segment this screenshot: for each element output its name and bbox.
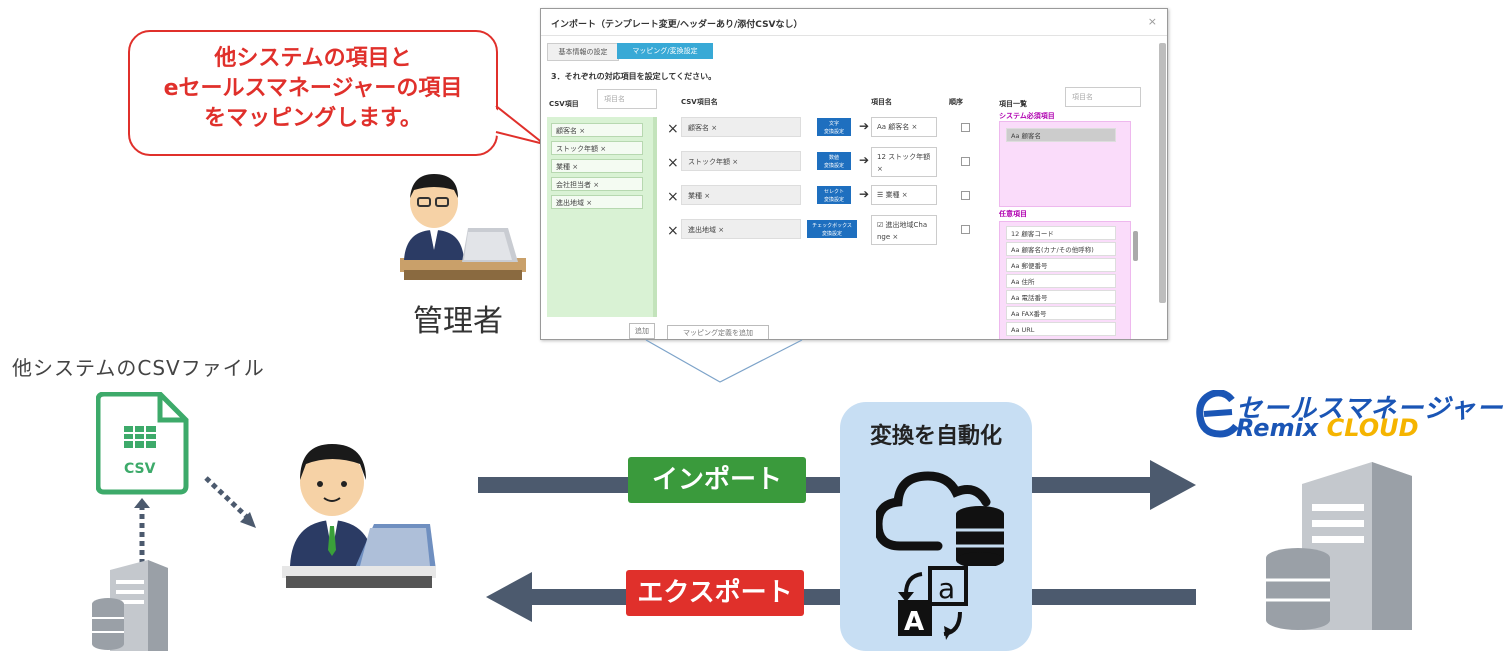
csv-column-header: CSV項目	[549, 100, 579, 108]
add-button[interactable]: 追加	[629, 323, 655, 339]
csv-item[interactable]: 会社担当者 ×	[551, 177, 643, 191]
optional-item[interactable]: Aa URL	[1006, 322, 1116, 336]
mapping-type-tag[interactable]: 数値 変換設定	[817, 152, 851, 170]
remove-row-icon[interactable]: ×	[667, 155, 679, 171]
csv-item-list: 顧客名 × ストック年額 × 業種 × 会社担当者 × 進出地域 ×	[547, 117, 657, 317]
csv-list-scrollbar[interactable]	[653, 117, 657, 317]
required-item[interactable]: Aa 顧客名	[1006, 128, 1116, 142]
translate-icon: a A	[898, 566, 968, 640]
dotted-arrows	[134, 476, 256, 564]
panel-callout-lines	[645, 339, 803, 383]
mapping-type-tag[interactable]: チェックボックス 変換設定	[807, 220, 857, 238]
panel-divider	[541, 35, 1167, 36]
order-checkbox[interactable]	[961, 191, 970, 200]
add-mapping-button[interactable]: マッピング定義を追加	[667, 325, 769, 339]
optional-list-scrollbar[interactable]	[1133, 231, 1138, 261]
svg-text:a: a	[938, 572, 955, 605]
server-icon-right	[1266, 462, 1412, 630]
svg-text:A: A	[904, 607, 924, 637]
import-arrow-shaft-right	[1032, 477, 1162, 493]
automation-title: 変換を自動化	[869, 424, 1002, 449]
mapping-type-tag[interactable]: セレクト 変換設定	[817, 186, 851, 204]
mapping-csv-field[interactable]: 業種 ×	[681, 185, 801, 205]
mapping-type-tag[interactable]: 文字 変換設定	[817, 118, 851, 136]
admin-label: 管理者	[413, 304, 503, 339]
export-label[interactable]: エクスポート	[626, 570, 804, 616]
csv-item[interactable]: 業種 ×	[551, 159, 643, 173]
export-arrow-head	[486, 572, 532, 622]
optional-item[interactable]: Aa FAX番号	[1006, 306, 1116, 320]
order-checkbox[interactable]	[961, 225, 970, 234]
cloud-database-icon	[876, 471, 1004, 566]
optional-item[interactable]: Aa 顧客名(カナ/その他呼称)	[1006, 242, 1116, 256]
optional-items-label: 任意項目	[999, 210, 1027, 218]
mapping-csv-field[interactable]: 顧客名 ×	[681, 117, 801, 137]
order-checkbox[interactable]	[961, 157, 970, 166]
speech-bubble	[128, 30, 498, 156]
mapping-screen-panel: インポート（テンプレート変更/ヘッダーあり/添付CSVなし） × 基本情報の設定…	[540, 8, 1168, 340]
map-arrow-icon: ➔	[859, 187, 870, 201]
mapping-target-field[interactable]: 12 ストック年額 ×	[871, 147, 937, 177]
bubble-line-1: 他システムの項目と	[214, 46, 412, 71]
bubble-text: 他システムの項目と eセールスマネージャーの項目 をマッピングします。	[128, 44, 498, 134]
mapping-csv-field[interactable]: ストック年額 ×	[681, 151, 801, 171]
panel-title: インポート（テンプレート変更/ヘッダーあり/添付CSVなし）	[551, 20, 803, 30]
server-icon-left	[92, 560, 168, 651]
remove-row-icon[interactable]: ×	[667, 223, 679, 239]
item-list-header: 項目一覧	[999, 100, 1027, 108]
section-heading: 3．それぞれの対応項目を設定してください。	[551, 72, 717, 81]
import-label[interactable]: インポート	[628, 457, 806, 503]
mapping-csv-field[interactable]: 進出地域 ×	[681, 219, 801, 239]
tag-text: セレクト 変換設定	[823, 189, 844, 203]
mapping-target-field[interactable]: ☰ 業種 ×	[871, 185, 937, 205]
step-mapping-settings[interactable]: マッピング/変換設定	[617, 43, 713, 59]
csv-search-input[interactable]: 項目名	[597, 89, 657, 109]
csv-item[interactable]: 進出地域 ×	[551, 195, 643, 209]
bubble-line-2: eセールスマネージャーの項目	[163, 76, 463, 101]
mapping-item-header: 項目名	[871, 98, 892, 106]
brand-logo-e-mark	[1196, 390, 1238, 438]
tag-text: 文字 変換設定	[823, 121, 844, 135]
optional-item[interactable]: Aa 郵便番号	[1006, 258, 1116, 272]
map-arrow-icon: ➔	[859, 153, 870, 167]
mapping-target-field[interactable]: ☑ 進出地域Cha nge ×	[871, 215, 937, 245]
brand-cloud: CLOUD	[1326, 414, 1419, 442]
optional-item[interactable]: 12 顧客コード	[1006, 226, 1116, 240]
csv-file-title: 他システムのCSVファイル	[12, 356, 265, 380]
required-items-list: Aa 顧客名	[999, 121, 1131, 207]
remove-row-icon[interactable]: ×	[667, 189, 679, 205]
optional-items-list: 12 顧客コード Aa 顧客名(カナ/その他呼称) Aa 郵便番号 Aa 住所 …	[999, 221, 1131, 339]
panel-scrollbar[interactable]	[1159, 43, 1166, 303]
mapping-csv-header: CSV項目名	[681, 98, 718, 106]
csv-item[interactable]: ストック年額 ×	[551, 141, 643, 155]
bubble-line-3: をマッピングします。	[204, 106, 422, 131]
brand-remix: Remix	[1236, 414, 1319, 442]
optional-item[interactable]: Aa 住所	[1006, 274, 1116, 288]
brand-line-1: セールスマネージャー	[1236, 394, 1504, 424]
mapping-order-header: 順序	[949, 98, 963, 106]
csv-file-icon	[96, 392, 189, 495]
tag-text: 数値 変換設定	[823, 155, 844, 169]
step-basic-settings[interactable]: 基本情報の設定	[547, 43, 619, 61]
remove-row-icon[interactable]: ×	[667, 121, 679, 137]
user-person-illustration	[282, 444, 436, 588]
order-checkbox[interactable]	[961, 123, 970, 132]
map-arrow-icon: ➔	[859, 119, 870, 133]
csv-icon-label: CSV	[124, 461, 156, 477]
brand-line-2: Remix CLOUD	[1236, 414, 1419, 442]
admin-person-illustration	[400, 174, 526, 280]
csv-item[interactable]: 顧客名 ×	[551, 123, 643, 137]
required-items-label: システム必須項目	[999, 112, 1055, 120]
export-arrow-shaft-right	[1032, 589, 1196, 605]
import-arrow-head	[1150, 460, 1196, 510]
close-icon[interactable]: ×	[1147, 15, 1157, 28]
item-search-input[interactable]: 項目名	[1065, 87, 1141, 107]
mapping-target-field[interactable]: Aa 顧客名 ×	[871, 117, 937, 137]
tag-text: チェックボックス 変換設定	[812, 223, 852, 237]
optional-item[interactable]: Aa 電話番号	[1006, 290, 1116, 304]
